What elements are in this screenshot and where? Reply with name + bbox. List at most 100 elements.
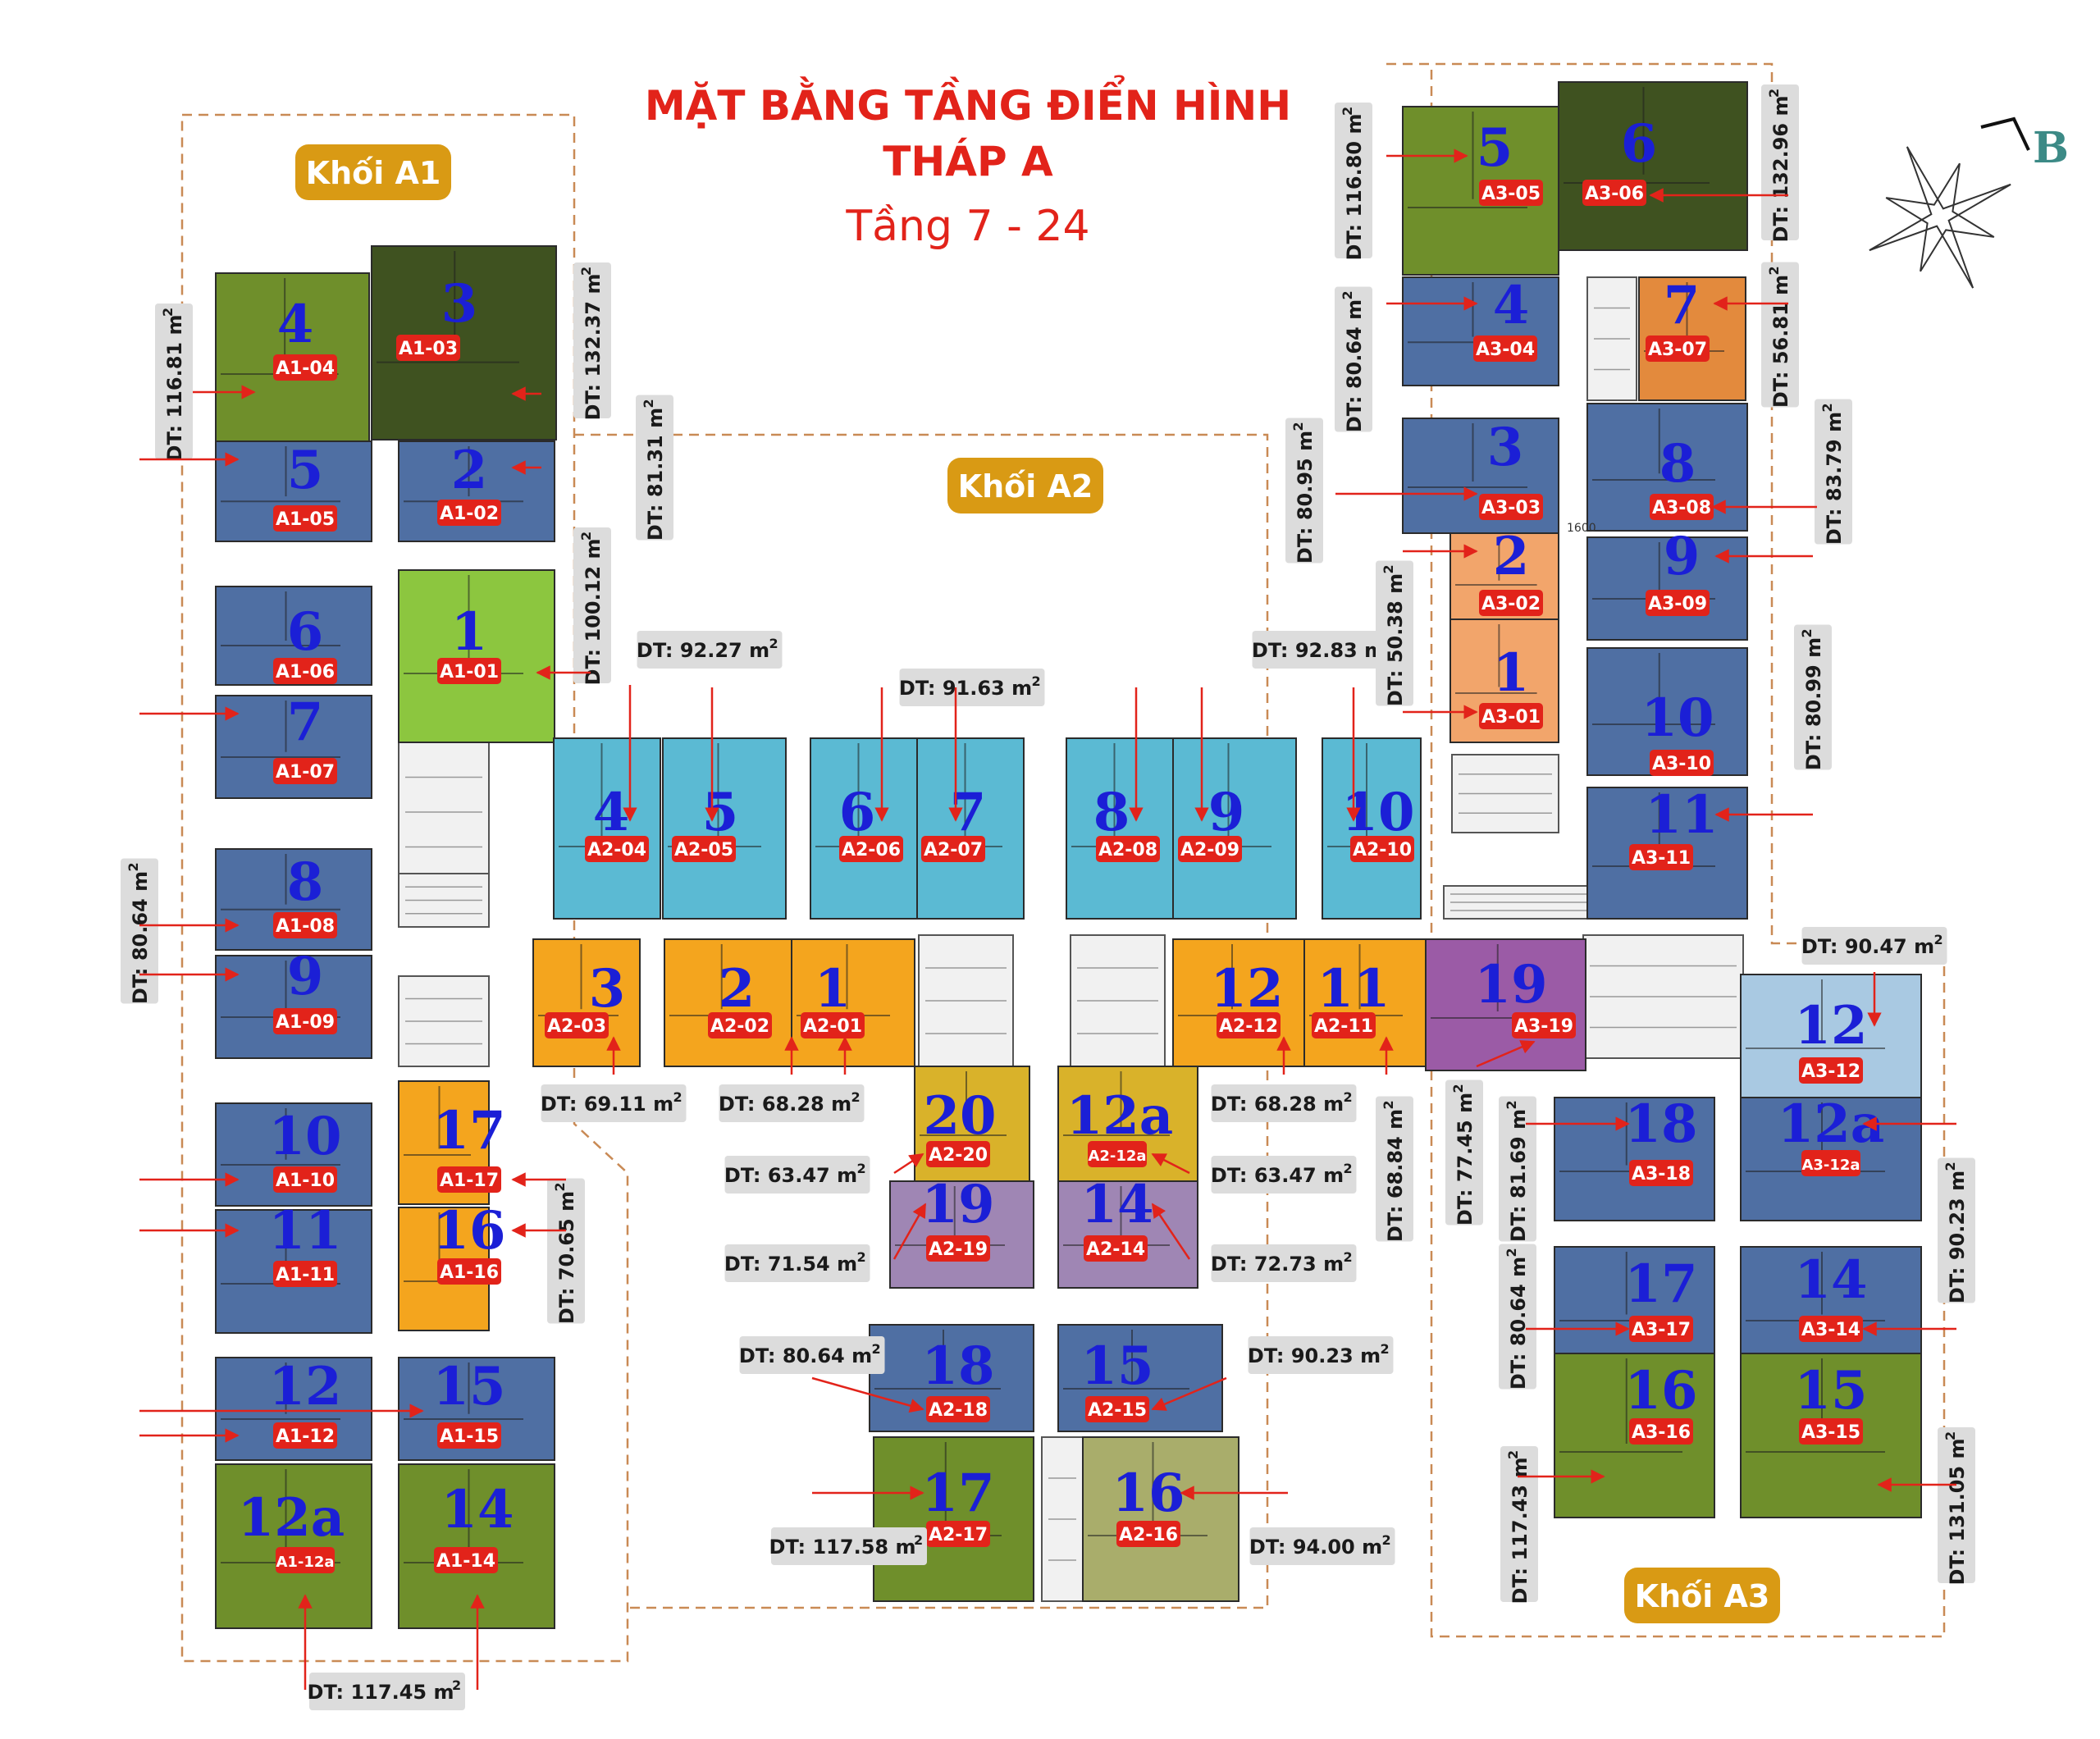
unit-code-badge bbox=[273, 505, 337, 532]
unit-code-badge bbox=[1084, 1235, 1148, 1262]
unit-number: 1 bbox=[815, 958, 851, 1020]
unit-code-label: A1-02 bbox=[440, 504, 499, 524]
unit-A3-04[interactable] bbox=[1402, 276, 1559, 386]
unit-number: 9 bbox=[287, 946, 324, 1007]
area-unit-superscript: 2 bbox=[1504, 1248, 1519, 1257]
unit-code-badge bbox=[1088, 1141, 1147, 1167]
unit-number: 3 bbox=[441, 273, 478, 335]
area-label-bg bbox=[1499, 1096, 1536, 1242]
unit-A3-17[interactable] bbox=[1554, 1246, 1715, 1371]
unit-number: 17 bbox=[432, 1100, 505, 1162]
unit-A3-18[interactable] bbox=[1554, 1097, 1715, 1221]
unit-A3-12a[interactable] bbox=[1740, 1097, 1922, 1221]
unit-A2-16[interactable] bbox=[1082, 1436, 1239, 1602]
area-label-bg bbox=[309, 1673, 465, 1710]
unit-number: 5 bbox=[287, 440, 324, 501]
area-value: DT: 117.58 m bbox=[769, 1536, 916, 1559]
plan-title: MẶT BẰNG TẦNG ĐIỂN HÌNH bbox=[644, 82, 1292, 130]
area-label-bg bbox=[1211, 1244, 1357, 1282]
area-label-bg bbox=[573, 262, 611, 418]
unit-code-badge bbox=[273, 1422, 337, 1449]
area-unit-superscript: 2 bbox=[1819, 403, 1835, 412]
unit-A1-11[interactable] bbox=[215, 1209, 372, 1334]
area-unit-superscript: 2 bbox=[1450, 1084, 1466, 1093]
unit-code-label: A3-02 bbox=[1481, 594, 1541, 614]
unit-A2-07[interactable] bbox=[916, 737, 1025, 920]
unit-code-label: A2-14 bbox=[1086, 1239, 1145, 1260]
area-label-bg bbox=[1335, 286, 1372, 432]
area-label: DT: 80.95 m2 bbox=[1285, 418, 1323, 564]
unit-number: 2 bbox=[1493, 526, 1530, 587]
area-label-bg bbox=[1938, 1157, 1975, 1303]
unit-code-badge bbox=[801, 1012, 865, 1038]
unit-A2-10[interactable] bbox=[1322, 737, 1422, 920]
block-name: Khối A2 bbox=[958, 468, 1093, 504]
unit-number: 15 bbox=[432, 1356, 505, 1417]
unit-A2-04[interactable] bbox=[553, 737, 661, 920]
unit-A2-09[interactable] bbox=[1172, 737, 1297, 920]
area-label: DT: 100.12 m2 bbox=[573, 527, 611, 685]
unit-A2-01[interactable] bbox=[791, 938, 915, 1067]
unit-A2-11[interactable] bbox=[1303, 938, 1428, 1067]
unit-A1-12a[interactable] bbox=[215, 1463, 372, 1629]
area-label-bg bbox=[771, 1527, 927, 1565]
unit-number: 1 bbox=[451, 601, 488, 663]
unit-A2-05[interactable] bbox=[662, 737, 787, 920]
area-value: DT: 90.23 m bbox=[1946, 1171, 1969, 1303]
unit-A3-06[interactable] bbox=[1558, 81, 1748, 251]
unit-number: 17 bbox=[1624, 1253, 1697, 1315]
area-label: DT: 81.69 m2 bbox=[1499, 1096, 1536, 1242]
area-unit-superscript: 2 bbox=[872, 1341, 881, 1357]
unit-A3-14[interactable] bbox=[1740, 1246, 1922, 1371]
unit-A3-12[interactable] bbox=[1740, 974, 1922, 1098]
area-value: DT: 90.23 m bbox=[1248, 1344, 1381, 1367]
area-value: DT: 81.69 m bbox=[1507, 1109, 1530, 1242]
unit-code-badge bbox=[926, 1521, 990, 1547]
area-label-bg bbox=[1815, 399, 1852, 545]
unit-code-label: A3-01 bbox=[1481, 707, 1541, 728]
unit-number: 18 bbox=[921, 1335, 994, 1397]
area-unit-superscript: 2 bbox=[552, 1182, 568, 1191]
unit-code-badge bbox=[1650, 750, 1714, 776]
area-unit-superscript: 2 bbox=[851, 1089, 861, 1105]
unit-number: 4 bbox=[277, 294, 314, 355]
area-value: DT: 68.84 m bbox=[1384, 1109, 1407, 1242]
plan-subtitle-floors: Tầng 7 - 24 bbox=[846, 202, 1090, 251]
unit-code-label: A3-05 bbox=[1481, 184, 1541, 204]
unit-A3-19[interactable] bbox=[1425, 938, 1586, 1071]
area-value: DT: 131.05 m bbox=[1946, 1439, 1969, 1586]
unit-code-label: A2-12 bbox=[1219, 1016, 1278, 1037]
unit-A2-02[interactable] bbox=[664, 938, 792, 1067]
unit-A1-01[interactable] bbox=[398, 569, 555, 743]
unit-A2-03[interactable] bbox=[532, 938, 641, 1067]
unit-A1-09[interactable] bbox=[215, 955, 372, 1059]
unit-number: 2 bbox=[719, 958, 756, 1020]
area-label: DT: 116.81 m2 bbox=[155, 304, 193, 461]
area-value: DT: 77.45 m bbox=[1454, 1093, 1477, 1226]
area-unit-superscript: 2 bbox=[1381, 1341, 1390, 1357]
unit-number: 5 bbox=[702, 782, 739, 843]
compass-north-pointer bbox=[1980, 116, 2030, 151]
unit-code-badge bbox=[1312, 1012, 1376, 1038]
unit-A2-14[interactable] bbox=[1057, 1180, 1198, 1289]
unit-number: 4 bbox=[593, 782, 630, 843]
unit-code-label: A1-01 bbox=[440, 662, 499, 682]
area-unit-superscript: 2 bbox=[1344, 1089, 1353, 1105]
area-label: DT: 117.45 m2 bbox=[308, 1673, 465, 1710]
unit-code-label: A2-20 bbox=[929, 1145, 988, 1166]
unit-code-badge bbox=[708, 1012, 772, 1038]
area-value: DT: 80.64 m bbox=[739, 1344, 872, 1367]
unit-A2-17[interactable] bbox=[873, 1436, 1034, 1602]
area-value: DT: 50.38 m bbox=[1384, 573, 1407, 706]
unit-A2-08[interactable] bbox=[1066, 737, 1174, 920]
unit-number: 6 bbox=[287, 601, 324, 663]
unit-number: 12 bbox=[1794, 995, 1867, 1057]
unit-number: 6 bbox=[839, 782, 876, 843]
unit-number: 6 bbox=[1621, 113, 1658, 175]
unit-code-label: A2-03 bbox=[547, 1016, 606, 1037]
unit-code-badge bbox=[1479, 180, 1543, 206]
unit-A2-19[interactable] bbox=[889, 1180, 1034, 1289]
